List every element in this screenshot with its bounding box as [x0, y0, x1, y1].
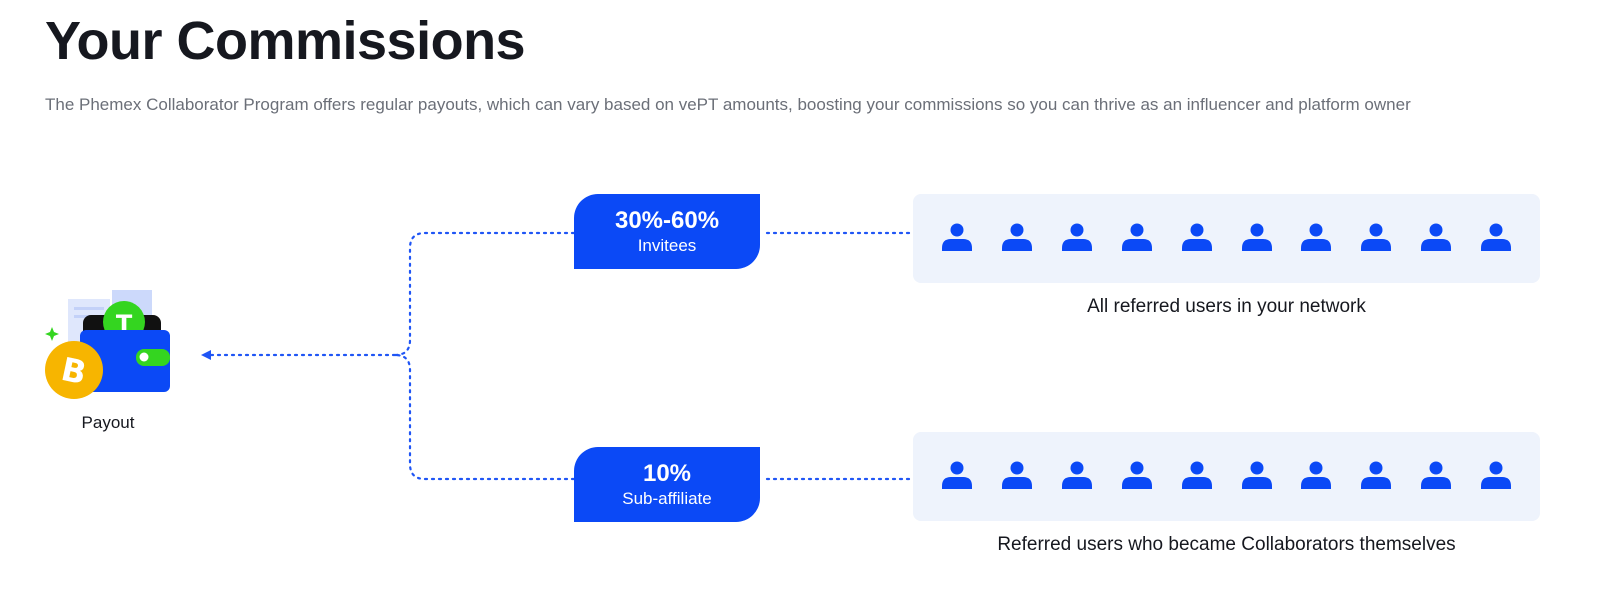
arrow-left-icon	[201, 350, 211, 360]
user-icon	[1181, 459, 1241, 495]
user-icon	[1300, 459, 1360, 495]
user-icon	[1121, 459, 1181, 495]
user-icon	[1121, 221, 1181, 257]
users-panel-sub-affiliate	[913, 432, 1540, 521]
user-icon	[941, 459, 1001, 495]
page-title: Your Commissions	[45, 11, 526, 71]
tier-rate: 30%-60%	[614, 206, 720, 234]
user-icon	[1480, 459, 1540, 495]
user-icon	[1061, 459, 1121, 495]
user-icon	[1001, 459, 1061, 495]
user-icon	[1300, 221, 1360, 257]
user-icon	[1181, 221, 1241, 257]
payout-wallet-icon: T B	[40, 285, 180, 410]
users-caption-invitees: All referred users in your network	[1087, 296, 1366, 317]
tier-badge-sub-affiliate: 10% Sub-affiliate	[574, 447, 760, 522]
user-icon	[1001, 221, 1061, 257]
user-icon	[1360, 459, 1420, 495]
user-icon	[1360, 221, 1420, 257]
tier-label: Sub-affiliate	[622, 488, 712, 508]
users-caption-sub-affiliate: Referred users who became Collaborators …	[997, 534, 1456, 555]
user-icon	[1241, 459, 1301, 495]
tier-badge-invitees: 30%-60% Invitees	[574, 194, 760, 269]
users-panel-invitees	[913, 194, 1540, 283]
user-icon	[1480, 221, 1540, 257]
connector-top	[393, 231, 576, 357]
user-icon	[1420, 459, 1480, 495]
tier-label: Invitees	[637, 235, 697, 255]
user-icon	[1241, 221, 1301, 257]
connector-bottom	[393, 353, 576, 481]
user-icon	[1061, 221, 1121, 257]
tier-rate: 10%	[642, 459, 692, 487]
page-subtitle: The Phemex Collaborator Program offers r…	[45, 95, 1411, 114]
payout-label: Payout	[81, 413, 135, 432]
user-icon	[1420, 221, 1480, 257]
user-icon	[941, 221, 1001, 257]
